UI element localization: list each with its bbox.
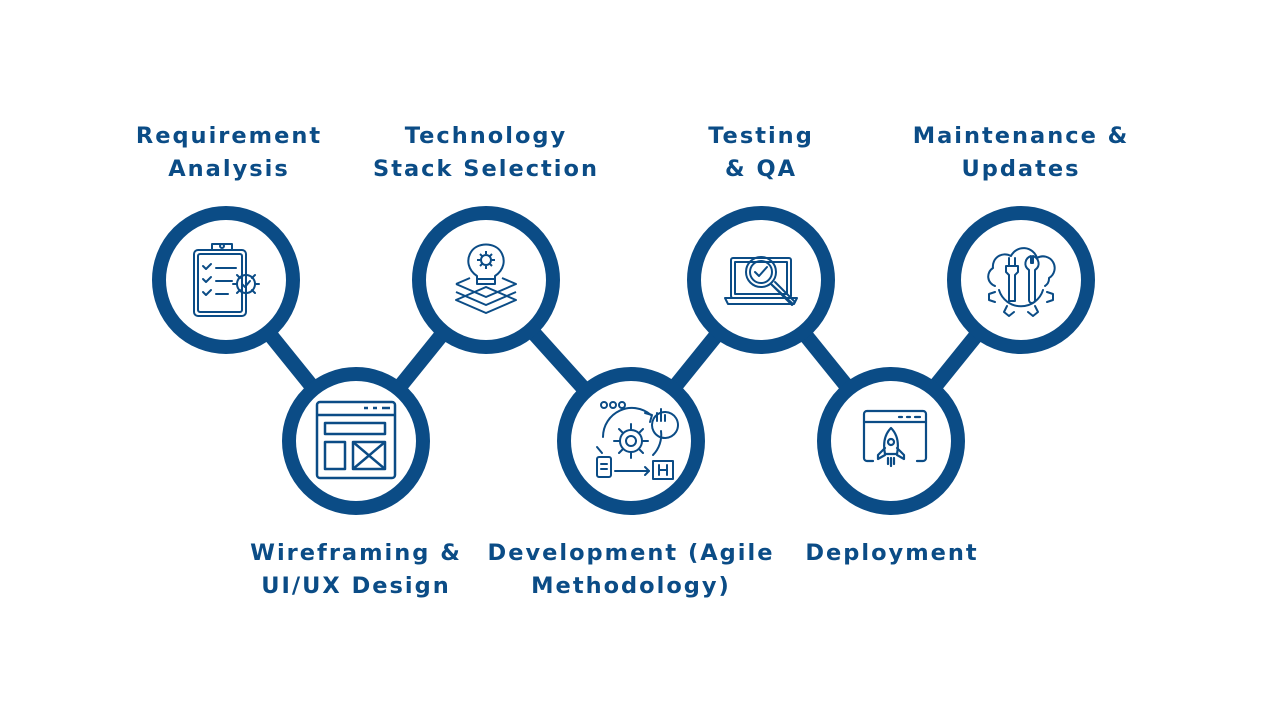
agile-cycle-gear-icon [596, 401, 679, 480]
step-label-line: Wireframing & [250, 540, 462, 566]
laptop-magnifier-check-icon [724, 256, 798, 306]
step-node-requirement [152, 206, 300, 354]
step-label-testing: Testing & QA [708, 120, 814, 186]
step-label-line: Methodology) [531, 573, 731, 599]
step-label-line: Stack Selection [373, 156, 599, 182]
step-label-wireframing: Wireframing & UI/UX Design [250, 537, 462, 603]
step-label-maintenance: Maintenance & Updates [913, 120, 1130, 186]
step-label-line: Maintenance & [912, 123, 1130, 149]
step-label-line: Testing [708, 123, 814, 149]
step-label-line: UI/UX Design [261, 573, 451, 599]
step-label-development: Development (Agile Methodology) [488, 537, 775, 603]
step-label-requirement: Requirement Analysis [136, 120, 322, 186]
tools-gear-cloud-icon [987, 247, 1056, 317]
step-label-line: Requirement [135, 123, 323, 149]
step-node-maintenance [947, 206, 1095, 354]
lightbulb-layers-icon [455, 243, 517, 314]
browser-rocket-icon [862, 409, 928, 468]
wireframe-browser-icon [315, 400, 397, 480]
step-label-line: Analysis [168, 156, 290, 182]
step-node-technology [412, 206, 560, 354]
step-label-line: Development (Agile [487, 540, 775, 566]
step-label-deployment: Deployment [805, 537, 978, 570]
step-label-line: Updates [961, 156, 1081, 182]
step-label-line: & QA [724, 156, 797, 182]
clipboard-checklist-gear-icon [193, 243, 260, 317]
step-label-line: Technology [404, 123, 568, 149]
step-node-development [557, 367, 705, 515]
step-label-line: Deployment [805, 540, 979, 566]
step-node-wireframing [282, 367, 430, 515]
step-label-technology: Technology Stack Selection [373, 120, 599, 186]
step-node-deployment [817, 367, 965, 515]
step-node-testing [687, 206, 835, 354]
